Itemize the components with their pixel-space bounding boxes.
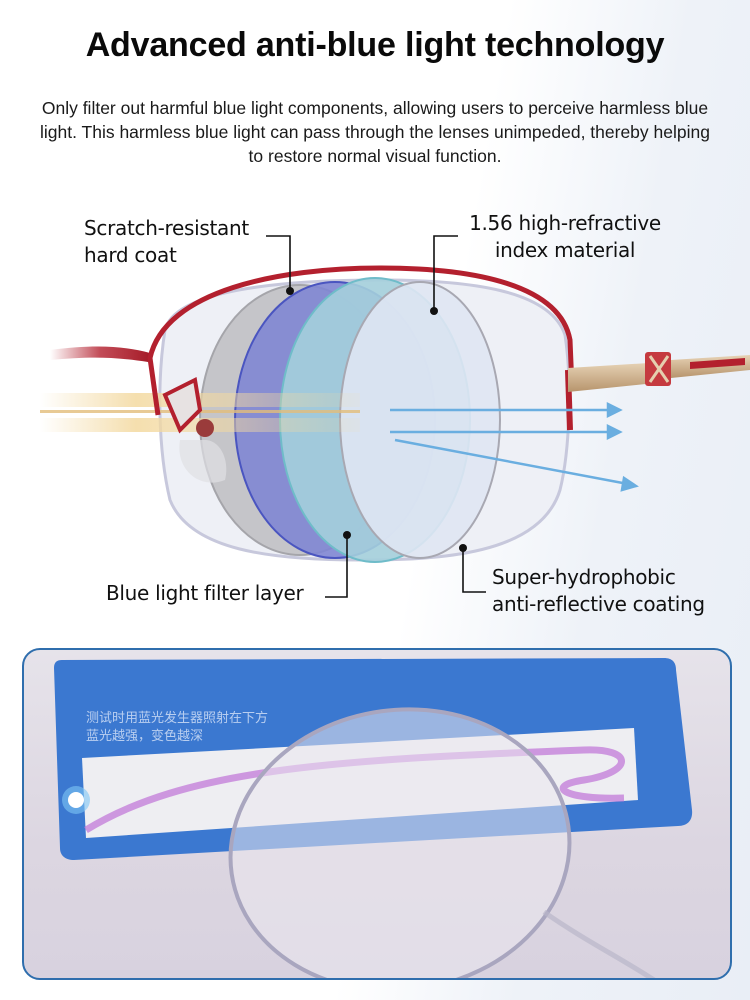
label-line: index material (494, 238, 636, 262)
right-temple (568, 352, 750, 392)
label-line: Scratch-resistant (84, 216, 249, 240)
label-scratch-resistant-hard-coat: Scratch-resistant hard coat (84, 215, 249, 269)
blue-light-test-photo: 测试时用蓝光发生器照射在下方 蓝光越强，变色越深 (22, 648, 732, 980)
label-anti-reflective-coating: Super-hydrophobic anti-reflective coatin… (492, 564, 705, 618)
label-line: hard coat (84, 243, 177, 267)
label-blue-light-filter-layer: Blue light filter layer (106, 580, 304, 607)
test-card-illustration: 测试时用蓝光发生器照射在下方 蓝光越强，变色越深 (54, 658, 693, 978)
leader-dots (286, 287, 467, 552)
page-description: Only filter out harmful blue light compo… (40, 98, 710, 166)
lens-layer-diagram (40, 235, 750, 598)
frame-rim (147, 265, 575, 391)
label-high-refractive-index-material: 1.56 high-refractive index material (455, 210, 675, 264)
left-temple (50, 346, 150, 362)
label-line: anti-reflective coating (492, 592, 705, 616)
card-text-line-1: 测试时用蓝光发生器照射在下方 (86, 710, 268, 726)
page-title: Advanced anti-blue light technology (85, 26, 665, 64)
label-line: Super-hydrophobic (492, 565, 676, 589)
label-line: 1.56 high-refractive (469, 211, 661, 235)
outgoing-light-arrows (390, 401, 639, 492)
card-text-line-2: 蓝光越强，变色越深 (86, 728, 203, 744)
leader-lines (266, 235, 486, 598)
nose-pad (162, 377, 227, 483)
label-line: Blue light filter layer (106, 581, 304, 605)
ar-coating-layer (339, 281, 501, 559)
